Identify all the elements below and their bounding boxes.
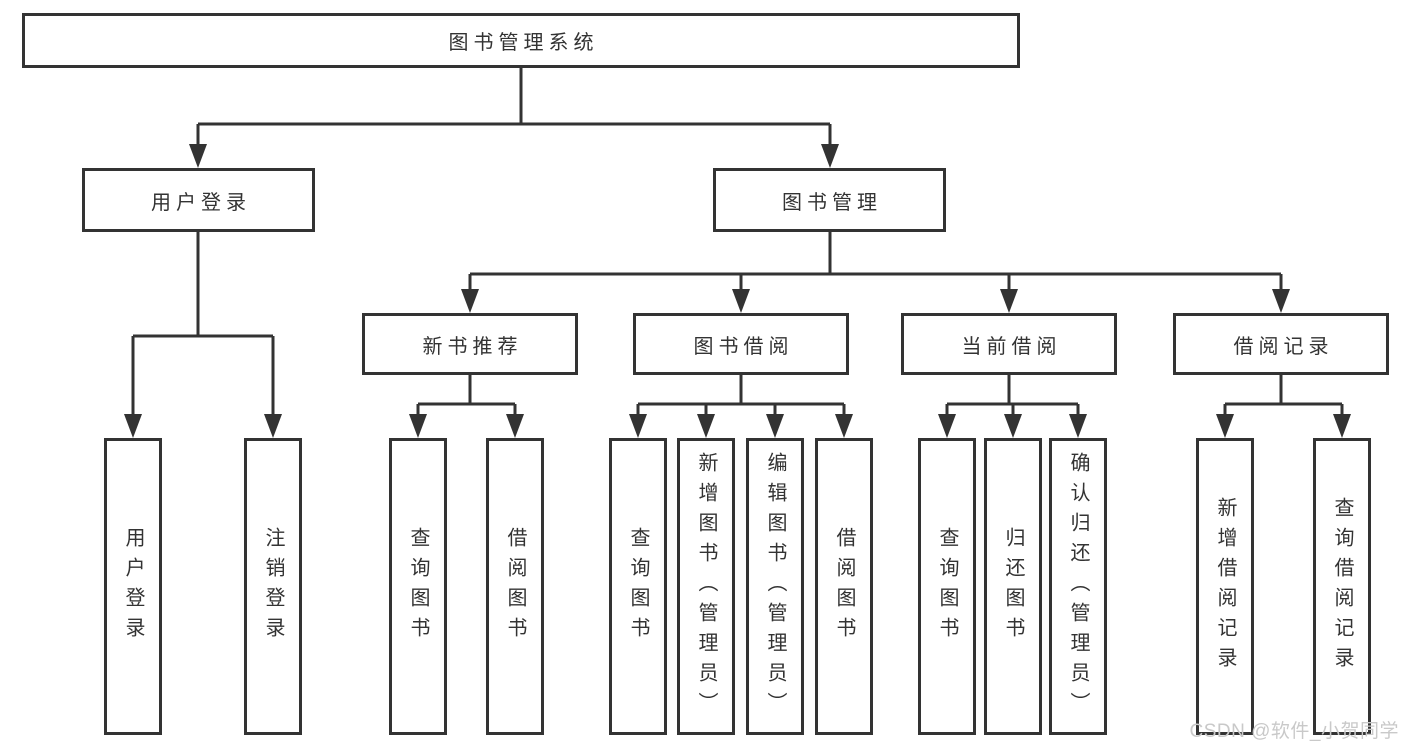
connector-book-mgmt-to-level3 <box>461 232 1290 313</box>
arrowhead-user-login <box>189 144 207 168</box>
node-library-management-system: 图书管理系统 <box>22 13 1020 68</box>
csdn-watermark: CSDN @软件_小贺同学 <box>1189 721 1399 742</box>
arrowhead-bb-query-book <box>629 414 647 438</box>
node-borrowing-records: 借阅记录 <box>1173 313 1389 375</box>
connector-user-login-children <box>124 232 282 438</box>
arrowhead-book-management <box>821 144 839 168</box>
node-bb-edit-book: 编辑图书（管理员） <box>746 438 804 735</box>
arrowhead-cb-confirm-return <box>1069 414 1087 438</box>
arrowhead-current-borrow <box>1000 289 1018 313</box>
node-current-borrowing: 当前借阅 <box>901 313 1117 375</box>
node-book-management: 图书管理 <box>713 168 946 232</box>
node-cb-query-book: 查询图书 <box>918 438 976 735</box>
node-rec-borrow-book: 借阅图书 <box>486 438 544 735</box>
arrowhead-bb-borrow-book <box>835 414 853 438</box>
arrowhead-book-borrow <box>732 289 750 313</box>
connector-new-rec-children <box>409 375 524 438</box>
node-bb-borrow-book: 借阅图书 <box>815 438 873 735</box>
arrowhead-bb-edit-book <box>766 414 784 438</box>
arrowhead-borrow-records <box>1272 289 1290 313</box>
node-new-book-recommendation: 新书推荐 <box>362 313 578 375</box>
connector-book-borrow-children <box>629 375 853 438</box>
node-rec-query-book: 查询图书 <box>389 438 447 735</box>
connector-current-borrow-children <box>938 375 1087 438</box>
arrowhead-br-add-record <box>1216 414 1234 438</box>
node-cb-confirm-return: 确认归还（管理员） <box>1049 438 1107 735</box>
arrowhead-new-book-rec <box>461 289 479 313</box>
node-br-query-record: 查询借阅记录 <box>1313 438 1371 735</box>
node-bb-query-book: 查询图书 <box>609 438 667 735</box>
node-leaf-logout: 注销登录 <box>244 438 302 735</box>
node-leaf-user-login: 用户登录 <box>104 438 162 735</box>
arrowhead-cb-return-book <box>1004 414 1022 438</box>
node-book-borrowing: 图书借阅 <box>633 313 849 375</box>
arrowhead-br-query-record <box>1333 414 1351 438</box>
node-bb-add-book: 新增图书（管理员） <box>677 438 735 735</box>
arrowhead-rec-borrow-book <box>506 414 524 438</box>
arrowhead-rec-query-book <box>409 414 427 438</box>
connector-root-to-level2 <box>189 68 839 168</box>
connector-records-children <box>1216 375 1351 438</box>
node-cb-return-book: 归还图书 <box>984 438 1042 735</box>
arrowhead-leaf-user-login <box>124 414 142 438</box>
node-br-add-record: 新增借阅记录 <box>1196 438 1254 735</box>
node-user-login: 用户登录 <box>82 168 315 232</box>
arrowhead-bb-add-book <box>697 414 715 438</box>
arrowhead-leaf-logout <box>264 414 282 438</box>
arrowhead-cb-query-book <box>938 414 956 438</box>
